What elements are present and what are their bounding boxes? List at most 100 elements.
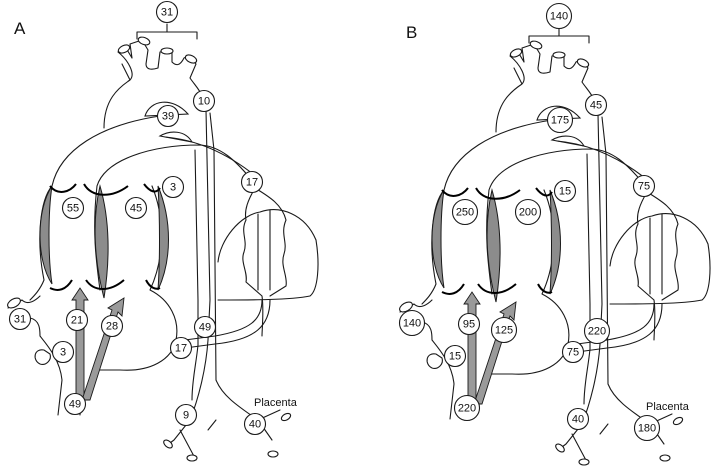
vessel-cap xyxy=(529,40,543,50)
badge-circle xyxy=(243,412,267,436)
badge-circle xyxy=(561,340,585,364)
ductus-flow-badge: 10 xyxy=(192,89,216,113)
valve-leaflet-middle xyxy=(94,184,109,299)
badge-value: 3 xyxy=(60,347,66,359)
badge-circle xyxy=(451,198,479,226)
inner-tube xyxy=(191,149,199,401)
badge-circle xyxy=(193,315,217,339)
badge-value: 31 xyxy=(161,7,173,19)
lower-limb-vessels xyxy=(165,419,217,461)
cusp xyxy=(441,283,465,295)
badge-circle xyxy=(546,106,574,134)
cusp xyxy=(537,283,553,294)
svc-cap xyxy=(399,301,413,313)
badge-value: 220 xyxy=(588,326,606,338)
cusp xyxy=(143,183,161,193)
pulmonary-vein-flow-badge: 17 xyxy=(169,336,193,360)
badge-circle xyxy=(633,414,661,442)
badge-value: 75 xyxy=(567,347,579,359)
badge-value: 250 xyxy=(456,207,474,219)
pulmonary-artery-flow-badge: 75 xyxy=(632,174,656,198)
badge-value: 140 xyxy=(403,318,421,330)
vessel-cap xyxy=(509,48,523,58)
valve-leaflet-right xyxy=(549,189,561,295)
placenta-label: Placenta xyxy=(254,397,298,409)
foramen-ovale-flow-badge: 21 xyxy=(65,308,89,332)
bracket-line xyxy=(136,23,198,40)
svc-flow-badge: 31 xyxy=(8,307,32,331)
cusp xyxy=(49,279,73,291)
badge-circle xyxy=(240,170,264,194)
badge-value: 45 xyxy=(590,100,602,112)
lung-vessel-tree xyxy=(634,191,679,341)
valve-leaflet-middle xyxy=(486,188,501,303)
aortic-arch-flow-badge: 39 xyxy=(156,104,180,128)
coronary-sinus-loop xyxy=(426,353,443,369)
lung-vessel-inner xyxy=(649,213,663,295)
foramen-ovale-arrow xyxy=(463,291,481,405)
badge-value: 31 xyxy=(14,314,26,326)
badge-circle xyxy=(514,198,542,226)
badge-circle xyxy=(584,93,608,117)
pulmonary-artery-flow-badge: 17 xyxy=(240,170,264,194)
badge-circle xyxy=(169,336,193,360)
badge-circle xyxy=(583,317,611,345)
badge-value: 49 xyxy=(199,322,211,334)
tricuspid-flow-badge: 28 xyxy=(100,314,124,338)
badge-value: 28 xyxy=(106,321,118,333)
vessel-cap xyxy=(659,454,671,462)
badge-value: 17 xyxy=(175,343,187,355)
badge-value: 21 xyxy=(71,315,83,327)
ivc-flow-badge: 49 xyxy=(63,392,87,416)
vessel-cap xyxy=(163,439,173,449)
placenta-label: Placenta xyxy=(646,401,690,413)
coronary-flow-badge: 3 xyxy=(161,175,185,199)
aortic-arch-outline xyxy=(495,43,595,133)
vessel-cap xyxy=(267,450,279,458)
badge-value: 39 xyxy=(162,111,174,123)
coronary-sinus-loop xyxy=(34,349,51,365)
tricuspid-flow-arrow xyxy=(473,301,517,405)
inner-tube xyxy=(583,153,591,405)
badge-circle xyxy=(566,407,590,431)
pulmonary-vein xyxy=(184,299,271,349)
vessel-cap xyxy=(117,44,131,54)
cusp xyxy=(475,187,521,200)
badge-value: 220 xyxy=(458,403,476,415)
badge-value: 175 xyxy=(551,115,569,127)
badge-circle xyxy=(61,196,85,220)
descending-aorta-flow-badge: 49 xyxy=(193,315,217,339)
tricuspid-flow-badge: 125 xyxy=(490,316,518,344)
ivc-flow-badge: 220 xyxy=(453,394,481,422)
svc-flow-badge: 140 xyxy=(398,309,426,337)
cusp xyxy=(535,187,553,197)
panel-label: A xyxy=(14,19,26,38)
badge-value: 45 xyxy=(130,203,142,215)
brachiocephalic-flow-badge: 31 xyxy=(155,0,179,24)
left-ventricle-flow-badge: 250 xyxy=(451,198,479,226)
left-ventricle-flow-badge: 55 xyxy=(61,196,85,220)
badge-value: 55 xyxy=(67,203,79,215)
aortic-arch-outline xyxy=(103,39,203,129)
badge-circle xyxy=(453,394,481,422)
vessel-cap xyxy=(576,58,590,68)
badge-value: 17 xyxy=(246,177,258,189)
badge-circle xyxy=(124,196,148,220)
left-arch xyxy=(51,115,161,187)
badge-value: 3 xyxy=(170,182,176,194)
badge-circle xyxy=(632,174,656,198)
pulmonary-vein xyxy=(576,303,663,353)
badge-value: 125 xyxy=(495,325,513,337)
lower-limb-vessels xyxy=(557,423,609,465)
badge-value: 200 xyxy=(519,207,537,219)
badge-value: 9 xyxy=(183,410,189,422)
right-ventricle-flow-badge: 45 xyxy=(124,196,148,220)
lower-body-flow-badge: 9 xyxy=(174,403,198,427)
badge-circle xyxy=(192,89,216,113)
badge-circle xyxy=(457,312,481,336)
badge-value: 10 xyxy=(198,96,210,108)
vessel-cap xyxy=(578,458,590,466)
badge-value: 75 xyxy=(638,181,650,193)
